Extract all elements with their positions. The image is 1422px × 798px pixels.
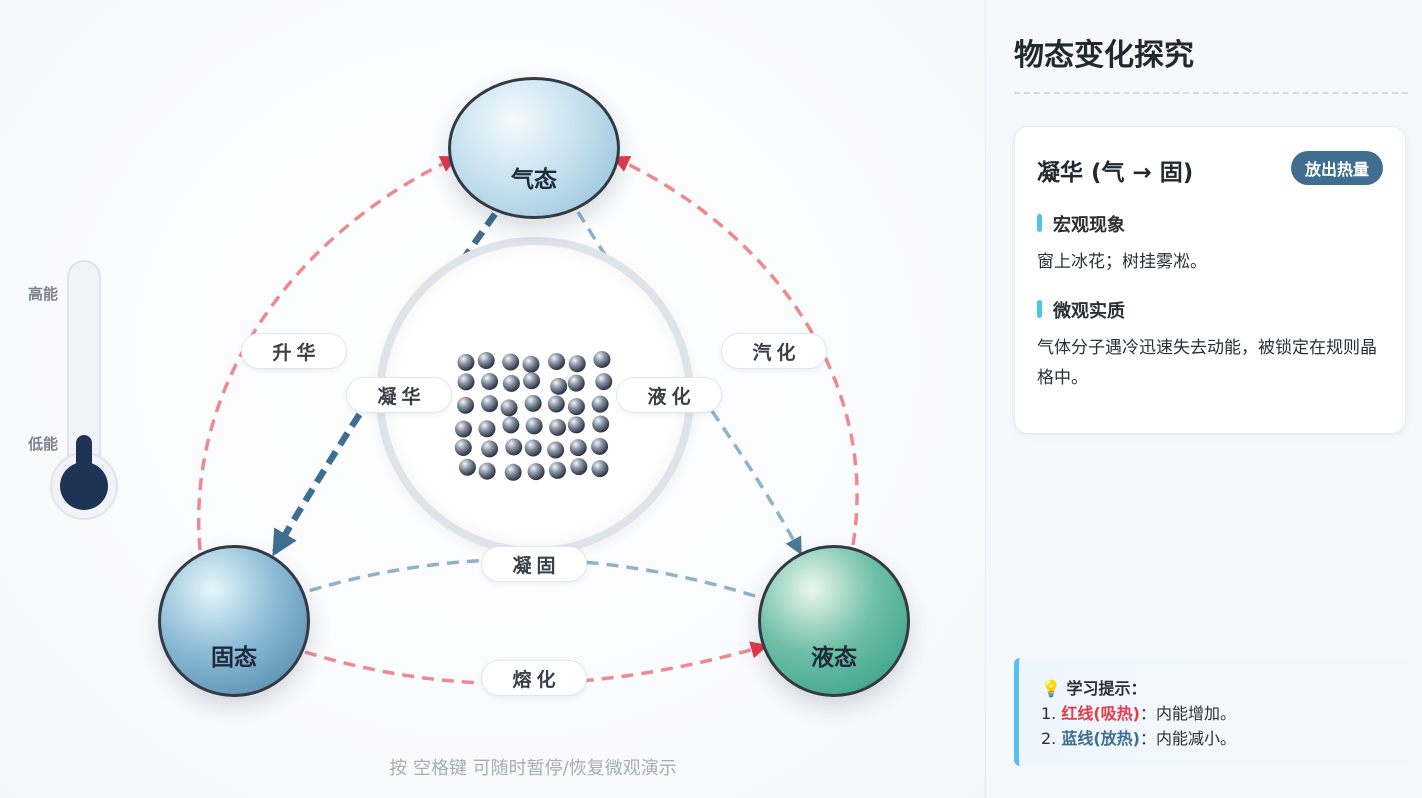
card-title: 凝华 (气 → 固) <box>1037 160 1194 186</box>
transition-vaporization-button[interactable]: 汽化 <box>721 333 827 369</box>
state-solid[interactable]: 固态 <box>158 545 310 697</box>
particle <box>457 396 475 414</box>
heat-badge: 放出热量 <box>1290 151 1383 185</box>
particle <box>591 395 609 413</box>
particle <box>525 417 543 435</box>
arrow-solidification <box>304 557 756 598</box>
particle <box>477 351 495 369</box>
particle <box>524 439 542 457</box>
tip-1-number: 1. <box>1041 704 1062 723</box>
state-liquid[interactable]: 液态 <box>758 545 910 697</box>
transition-solidification-button[interactable]: 凝固 <box>481 546 587 582</box>
particle <box>458 458 476 476</box>
particle <box>568 355 586 373</box>
state-solid-label: 固态 <box>211 645 257 671</box>
panel-divider <box>1014 92 1408 94</box>
particle <box>524 394 542 412</box>
particle <box>502 416 520 434</box>
particle <box>505 438 523 456</box>
particle <box>592 415 610 433</box>
particle <box>481 395 499 413</box>
macro-section-heading: 宏观现象 <box>1037 211 1125 237</box>
transition-info-card: 凝华 (气 → 固) 放出热量 宏观现象 窗上冰花；树挂雾凇。 微观实质 气体分… <box>1014 126 1406 434</box>
particle <box>481 440 499 458</box>
particle <box>500 399 518 417</box>
particle <box>591 437 609 455</box>
tip-2-text: ：内能减小。 <box>1140 729 1237 748</box>
tip-red-tag: 红线(吸热) <box>1061 704 1140 723</box>
particle <box>454 438 472 456</box>
particle <box>548 352 566 370</box>
thermometer-bulb <box>60 462 108 510</box>
particle <box>547 441 565 459</box>
transition-melting-button[interactable]: 熔化 <box>481 660 587 696</box>
particle <box>527 463 545 481</box>
particle <box>454 420 472 438</box>
particle-lattice <box>454 350 613 481</box>
particle <box>502 353 520 371</box>
transition-sublimation-button[interactable]: 升华 <box>241 333 347 369</box>
learning-tips: 💡 学习提示： 1. 红线(吸热)：内能增加。 2. 蓝线(放热)：内能减小。 <box>1014 658 1414 766</box>
panel-title: 物态变化探究 <box>1014 38 1194 73</box>
tips-title: 💡 学习提示： <box>1041 679 1147 698</box>
particle <box>478 462 496 480</box>
energy-high-label: 高能 <box>28 285 59 303</box>
particle <box>567 416 585 434</box>
particle <box>550 377 568 395</box>
tip-1-text: ：内能增加。 <box>1140 704 1237 723</box>
particle <box>457 353 475 371</box>
particle <box>502 374 520 392</box>
state-liquid-label: 液态 <box>811 645 857 671</box>
macro-section-text: 窗上冰花；树挂雾凇。 <box>1037 252 1207 272</box>
transition-deposition-button[interactable]: 凝华 <box>346 377 452 413</box>
info-side-panel: 物态变化探究 凝华 (气 → 固) 放出热量 宏观现象 窗上冰花；树挂雾凇。 微… <box>985 0 1422 798</box>
particle <box>595 373 613 391</box>
particle <box>591 460 609 478</box>
keyboard-hint: 按 空格键 可随时暂停/恢复微观演示 <box>389 758 677 779</box>
particle <box>457 373 475 391</box>
transition-liquefaction-button[interactable]: 液化 <box>616 377 722 413</box>
particle <box>504 463 522 481</box>
particle <box>547 395 565 413</box>
state-gas[interactable]: 气态 <box>448 77 620 219</box>
particle <box>593 350 611 368</box>
particle <box>478 420 496 438</box>
tip-blue-tag: 蓝线(放热) <box>1061 729 1140 748</box>
energy-low-label: 低能 <box>28 435 59 453</box>
tip-red-line: 1. 红线(吸热)：内能增加。 <box>1041 701 1414 726</box>
particle <box>548 461 566 479</box>
particle <box>567 374 585 392</box>
phase-diagram-stage: 气态 固态 液态 升华 凝华 液化 汽化 凝固 熔化 高能 低能 按 空格键 可… <box>0 0 985 798</box>
arrow-sublimation <box>197 155 459 551</box>
particle <box>522 355 540 373</box>
arrow-vaporization <box>611 155 859 546</box>
particle <box>549 418 567 436</box>
arrow-melting <box>304 641 769 686</box>
micro-section-text: 气体分子遇冷迅速失去动能，被锁定在规则晶格中。 <box>1037 338 1377 388</box>
tip-2-number: 2. <box>1041 729 1062 748</box>
micro-section-heading: 微观实质 <box>1037 297 1125 323</box>
particle <box>481 372 499 390</box>
state-gas-label: 气态 <box>511 167 557 193</box>
particle <box>567 398 585 416</box>
tip-blue-line: 2. 蓝线(放热)：内能减小。 <box>1041 726 1414 751</box>
particle <box>569 439 587 457</box>
particle <box>523 372 541 390</box>
particle <box>570 458 588 476</box>
